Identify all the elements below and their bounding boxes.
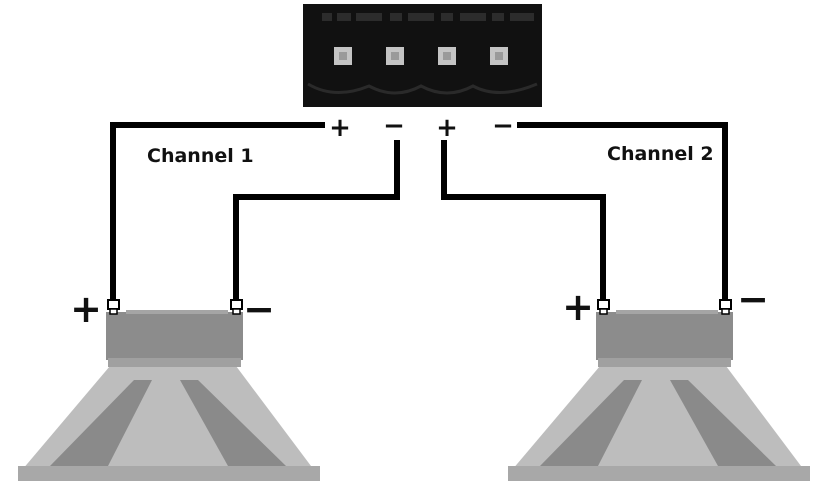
- wires: [110, 122, 728, 300]
- speaker-2-terminals: [597, 299, 732, 315]
- speaker-1-magnet: [106, 312, 243, 360]
- speaker-2-plus-label: +: [562, 285, 594, 329]
- connector-top-notches: [322, 13, 534, 21]
- speaker-1-rim: [18, 466, 320, 481]
- channel-2-label: Channel 2: [607, 143, 714, 165]
- speaker-1-plus-label: +: [70, 287, 102, 331]
- connector-minus-1-label: −: [383, 111, 405, 141]
- connector-minus-2-label: −: [492, 111, 514, 141]
- wire-ch2-minus: [517, 122, 728, 300]
- terminal-connector: [303, 4, 542, 107]
- channel-1-label: Channel 1: [147, 145, 254, 167]
- connector-plus-1-label: +: [329, 113, 351, 143]
- wire-ch1-minus: [233, 140, 400, 300]
- connector-plus-2-label: +: [436, 113, 458, 143]
- speaker-2-rim: [508, 466, 810, 481]
- speaker-1: [18, 299, 320, 481]
- speaker-2-minus-label: −: [737, 277, 769, 321]
- speaker-1-terminals: [107, 299, 243, 315]
- connector-bottom-groove: [307, 82, 538, 95]
- wire-ch2-plus: [441, 140, 606, 300]
- speaker-2-magnet: [596, 312, 733, 360]
- wire-ch1-plus: [110, 122, 325, 300]
- speaker-1-minus-label: −: [243, 287, 275, 331]
- speaker-2: [508, 299, 810, 481]
- connector-pins: [334, 47, 508, 65]
